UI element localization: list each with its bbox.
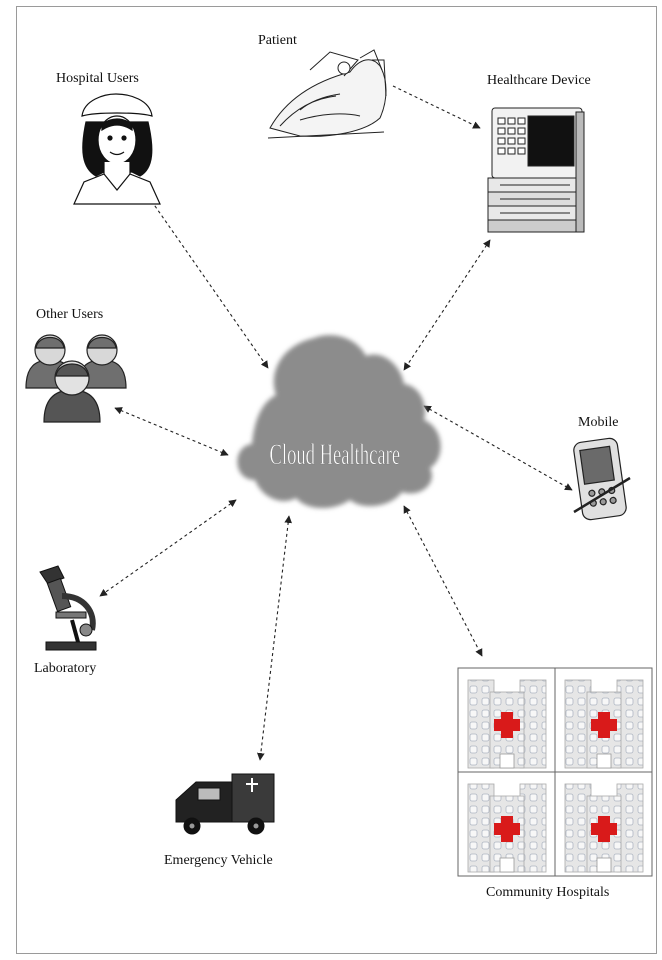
cloud-label: Cloud Healthcare xyxy=(270,439,401,471)
medical-device-icon xyxy=(487,107,585,233)
ambulance-icon xyxy=(175,773,275,835)
cloud-shape: Cloud Healthcare xyxy=(237,335,441,509)
arrow-cloud-hospital-users xyxy=(147,195,269,369)
label-laboratory: Laboratory xyxy=(34,661,96,676)
label-mobile: Mobile xyxy=(578,415,618,430)
label-healthcare-device: Healthcare Device xyxy=(487,73,591,88)
nurse-icon xyxy=(73,93,161,205)
hospital-building-2 xyxy=(564,679,644,769)
mobile-device-icon xyxy=(573,437,631,521)
arrow-cloud-device xyxy=(403,239,491,371)
label-emergency-vehicle: Emergency Vehicle xyxy=(164,853,273,868)
label-community-hospitals: Community Hospitals xyxy=(486,885,609,900)
arrow-patient-device xyxy=(392,85,481,129)
hospital-building-icon xyxy=(467,679,644,873)
hospital-building-1 xyxy=(467,679,547,769)
hospital-building-3 xyxy=(467,783,547,873)
hospital-building-4 xyxy=(564,783,644,873)
label-other-users: Other Users xyxy=(36,307,103,322)
arrow-cloud-emergency-vehicle xyxy=(256,515,293,761)
label-hospital-users: Hospital Users xyxy=(56,71,139,86)
label-patient: Patient xyxy=(258,33,297,48)
arrow-cloud-laboratory xyxy=(99,499,237,597)
diagram-frame xyxy=(16,6,657,954)
arrow-cloud-mobile xyxy=(423,405,573,491)
connector-arrows xyxy=(99,85,573,761)
patient-bed-icon xyxy=(267,49,387,139)
arrow-cloud-other-users xyxy=(114,407,229,456)
user-group-icon xyxy=(25,334,127,423)
arrow-cloud-community-hospitals xyxy=(403,505,483,657)
microscope-icon xyxy=(39,565,97,651)
